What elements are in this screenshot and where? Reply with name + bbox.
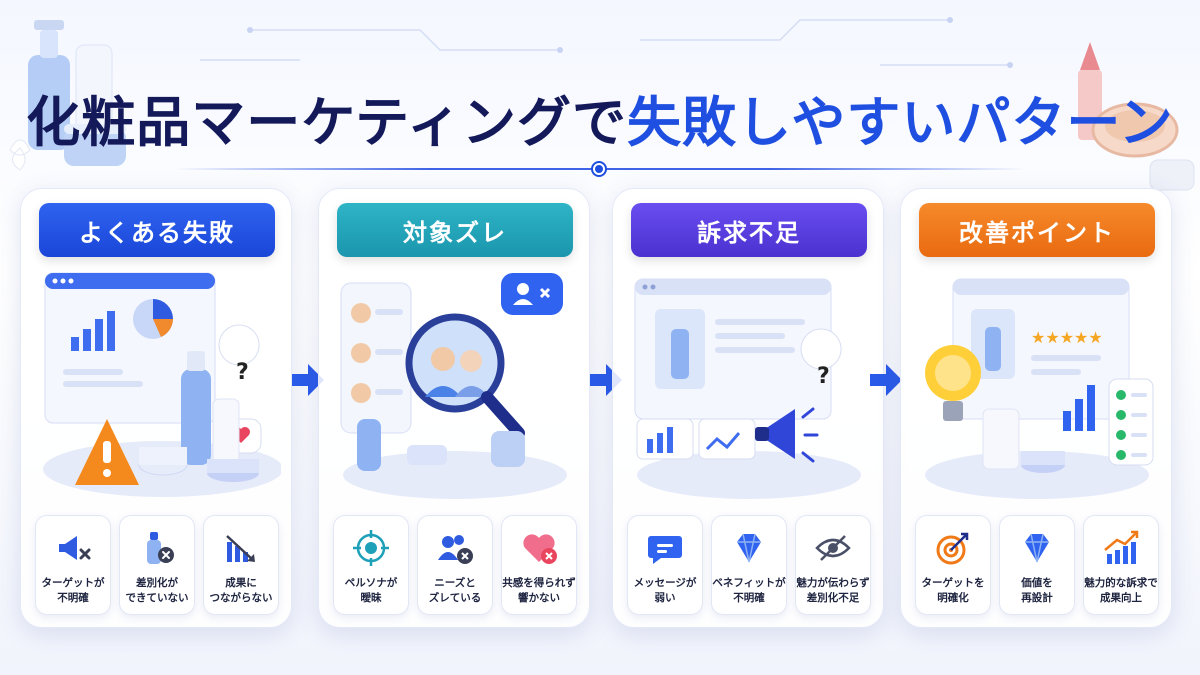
- diamond-icon: [1025, 533, 1049, 563]
- declining-chart-icon: [226, 535, 255, 562]
- tile-label: 共感を得られず 響かない: [502, 577, 576, 604]
- svg-text:?: ?: [817, 364, 830, 389]
- tile-no-results: 成果に つながらない: [203, 515, 279, 615]
- appeal-tiles: メッセージが 弱い ベネフィットが 不明確 魅力が伝わらず 差別化不足: [627, 515, 871, 615]
- users-x-icon: [438, 535, 473, 564]
- panel-heading: よくある失敗: [39, 203, 275, 257]
- eye-off-icon: [815, 535, 851, 561]
- tile-label: ターゲットを 明確化: [921, 577, 985, 604]
- panel-weak-appeal: 訴求不足 ? メッセージが 弱い ベネフィ: [612, 188, 884, 628]
- tile-improve-results: 魅力的な訴求で 成果向上: [1083, 515, 1159, 615]
- tile-label: ベネフィットが 不明確: [712, 577, 786, 604]
- tile-unclear-target: ターゲットが 不明確: [35, 515, 111, 615]
- target-person-icon: [353, 530, 389, 566]
- svg-text:?: ?: [236, 360, 249, 385]
- tile-label: ペルソナが 曖昧: [344, 577, 398, 604]
- tile-needs-mismatch: ニーズと ズレている: [417, 515, 493, 615]
- panel-heading: 対象ズレ: [337, 203, 573, 257]
- panel-common-failures: よくある失敗 ? ターゲットが 不明確: [20, 188, 292, 628]
- growth-chart-icon: [1104, 530, 1139, 564]
- panel-improvement-points: 改善ポイント ★★★★★ ターゲットを 明確化: [900, 188, 1172, 628]
- tile-no-differentiation: 差別化が できていない: [119, 515, 195, 615]
- broken-heart-icon: [523, 534, 557, 564]
- tile-unclear-benefit: ベネフィットが 不明確: [711, 515, 787, 615]
- improvement-illustration: ★★★★★: [925, 278, 1154, 499]
- arrow-right-icon: [292, 364, 324, 396]
- title-divider-dot: [593, 163, 605, 175]
- panel-heading: 訴求不足: [631, 203, 867, 257]
- mismatch-illustration: [340, 273, 567, 499]
- bottle-x-icon: [147, 532, 174, 564]
- tile-label: ニーズと ズレている: [428, 577, 482, 604]
- svg-text:★★★★★: ★★★★★: [1031, 328, 1103, 347]
- tile-clarify-target: ターゲットを 明確化: [915, 515, 991, 615]
- panel-target-mismatch: 対象ズレ ペルソナが 曖昧: [318, 188, 590, 628]
- diamond-icon: [737, 533, 761, 563]
- tile-redesign-value: 価値を 再設計: [999, 515, 1075, 615]
- message-icon: [648, 536, 682, 564]
- tile-label: 成果に つながらない: [209, 577, 273, 604]
- tile-label: メッセージが 弱い: [633, 577, 697, 604]
- megaphone-x-icon: [59, 536, 91, 560]
- tile-label: ターゲットが 不明確: [41, 577, 105, 604]
- appeal-illustration: ?: [634, 278, 861, 499]
- failure-tiles: ターゲットが 不明確 差別化が できていない 成果に つながらない: [35, 515, 279, 615]
- title-main: 化粧品マーケティングで: [26, 91, 627, 154]
- target-arrow-icon: [936, 532, 969, 565]
- tile-weak-message: メッセージが 弱い: [627, 515, 703, 615]
- tile-label: 魅力が伝わらず 差別化不足: [796, 577, 870, 604]
- tile-label: 魅力的な訴求で 成果向上: [1084, 577, 1158, 604]
- tile-label: 差別化が できていない: [125, 577, 189, 604]
- title-accent: 失敗しやすいパターン: [626, 91, 1174, 154]
- panel-heading: 改善ポイント: [919, 203, 1155, 257]
- page-title: 化粧品マーケティングで失敗しやすいパターン: [0, 78, 1200, 157]
- tile-appeal-not-conveyed: 魅力が伝わらず 差別化不足: [795, 515, 871, 615]
- tile-no-resonance: 共感を得られず 響かない: [501, 515, 577, 615]
- arrow-right-icon: [870, 364, 902, 396]
- tile-label: 価値を 再設計: [1021, 577, 1053, 604]
- improvement-tiles: ターゲットを 明確化 価値を 再設計 魅力的な訴求で 成果向上: [915, 515, 1159, 615]
- tile-vague-persona: ペルソナが 曖昧: [333, 515, 409, 615]
- mismatch-tiles: ペルソナが 曖昧 ニーズと ズレている 共感を得られず 響かない: [333, 515, 577, 615]
- failure-illustration: ?: [43, 272, 281, 497]
